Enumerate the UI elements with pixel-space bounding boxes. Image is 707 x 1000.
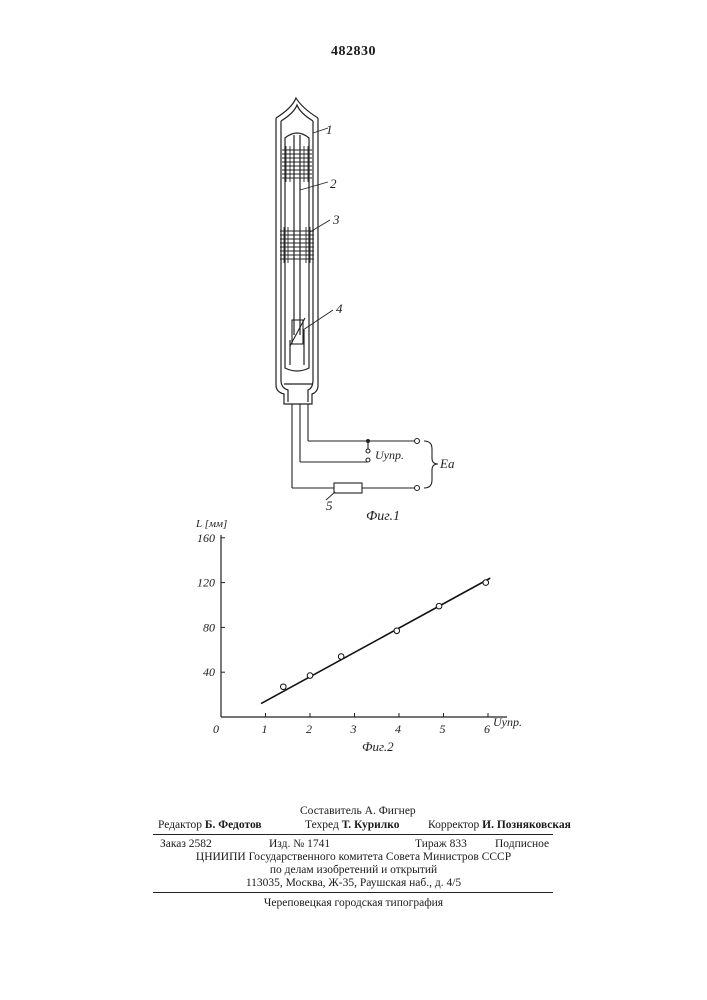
org-line-1: ЦНИИПИ Государственного комитета Совета … xyxy=(0,851,707,863)
order-number: Заказ 2582 xyxy=(160,838,212,850)
x-tick-label: 0 xyxy=(213,722,219,736)
techred-role: Техред xyxy=(305,819,339,831)
y-tick-label: 80 xyxy=(203,620,215,634)
fit-line xyxy=(261,578,490,703)
chart-axes xyxy=(221,535,507,717)
upper-grid xyxy=(282,146,312,182)
corrector-role: Корректор xyxy=(428,819,479,831)
techred-name: Т. Курилко xyxy=(342,819,400,831)
y-tick-label: 40 xyxy=(203,665,215,679)
part-label-2: 2 xyxy=(330,176,337,191)
y-tick-label: 160 xyxy=(197,531,215,545)
figure-2-caption: Фиг.2 xyxy=(362,739,394,754)
part-label-1: 1 xyxy=(326,122,333,137)
resistor-5 xyxy=(334,483,362,493)
printer-line: Череповецкая городская типография xyxy=(0,897,707,909)
data-point xyxy=(281,684,287,690)
y-axis-unit-label: L [мм] xyxy=(195,518,227,530)
element-4-thermistor xyxy=(290,318,305,346)
x-tick-label: 1 xyxy=(262,722,268,736)
x-tick-label: 4 xyxy=(395,722,401,736)
address-line: 113035, Москва, Ж-35, Раушская наб., д. … xyxy=(0,877,707,889)
x-tick-label: 2 xyxy=(306,722,312,736)
circulation: Тираж 833 xyxy=(415,838,467,850)
outer-bulb xyxy=(276,118,318,404)
data-point xyxy=(338,654,344,660)
editor-line: Редактор Б. Федотов xyxy=(158,819,262,831)
x-tick-label: 6 xyxy=(484,722,490,736)
inner-tube xyxy=(285,133,309,371)
figure-2-chart: 0 1 2 3 4 5 6 40 80 120 160 L [мм] Uупр. Фиг.2 xyxy=(0,505,707,770)
data-point xyxy=(483,580,489,586)
supply-brace xyxy=(424,441,438,488)
supply-voltage-label: Eа xyxy=(439,456,455,471)
figure-1-schematic: 1 2 3 4 5 Uупр. Eа Фиг.1 xyxy=(0,0,707,530)
editor-name: Б. Федотов xyxy=(205,819,262,831)
glass-tip xyxy=(276,98,318,118)
x-tick-label: 3 xyxy=(350,722,357,736)
data-point xyxy=(394,628,400,634)
control-voltage-label: Uупр. xyxy=(375,448,404,462)
issue-number: Изд. № 1741 xyxy=(269,838,330,850)
org-line-2: по делам изобретений и открытий xyxy=(0,864,707,876)
corrector-name: И. Позняковская xyxy=(482,819,571,831)
x-axis-label: Uупр. xyxy=(493,715,522,729)
part-label-3: 3 xyxy=(332,212,340,227)
editor-role: Редактор xyxy=(158,819,202,831)
techred-line: Техред Т. Курилко xyxy=(305,819,400,831)
x-tick-label: 5 xyxy=(440,722,446,736)
part-label-4: 4 xyxy=(336,301,343,316)
data-point xyxy=(436,603,442,609)
footer-rule-1 xyxy=(153,834,553,835)
y-tick-label: 120 xyxy=(197,576,215,590)
circuit-wiring xyxy=(292,404,438,493)
subscription: Подписное xyxy=(495,838,549,850)
corrector-line: Корректор И. Позняковская xyxy=(428,819,571,831)
data-point xyxy=(307,673,313,679)
footer-rule-2 xyxy=(153,892,553,893)
part-labels: 1 2 3 4 5 xyxy=(326,122,343,513)
compiler-line: Составитель А. Фигнер xyxy=(300,805,416,817)
